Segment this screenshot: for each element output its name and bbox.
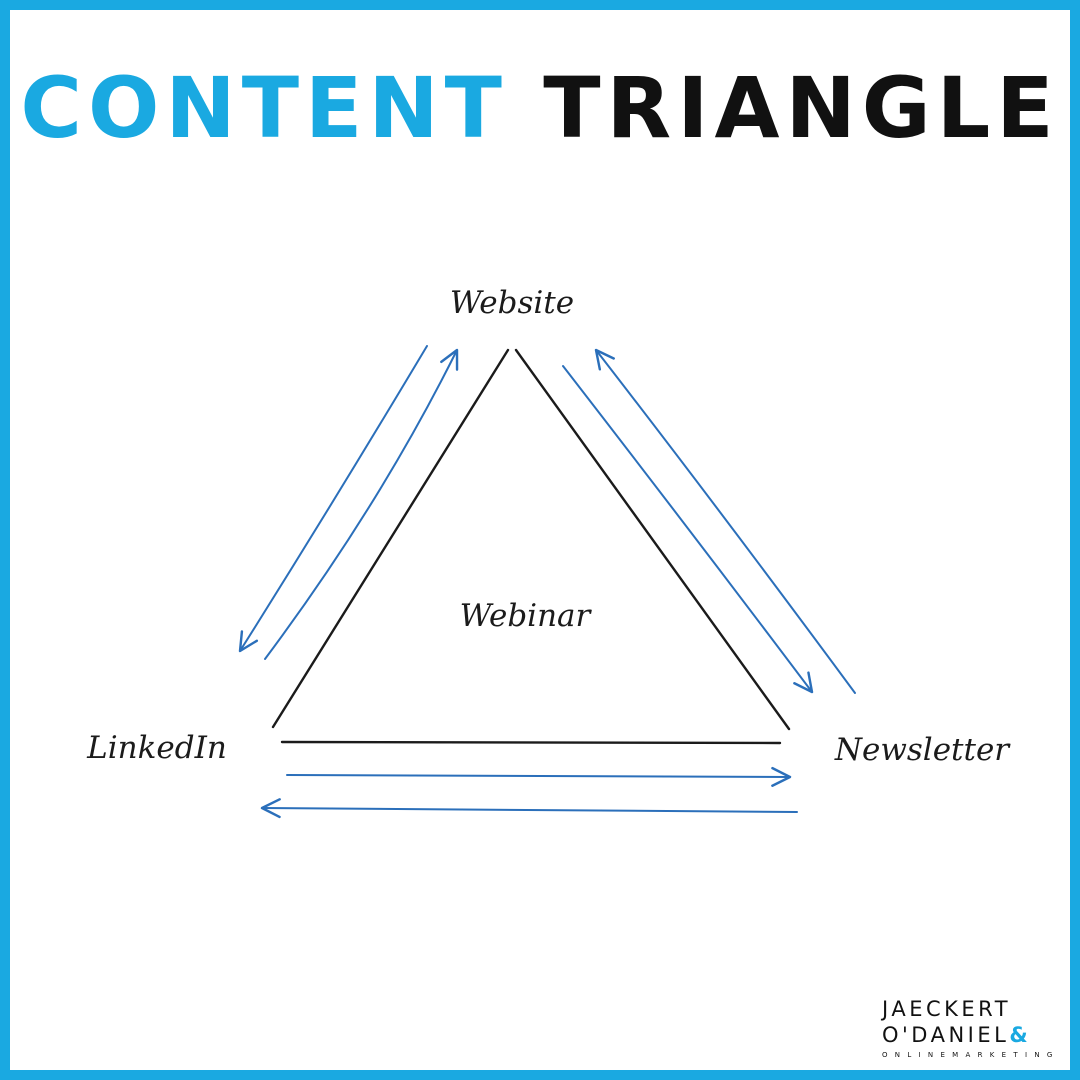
page-title: CONTENT TRIANGLE xyxy=(0,66,1080,150)
title-word-triangle: TRIANGLE xyxy=(543,59,1060,157)
logo-line-2: O'DANIEL& xyxy=(882,1022,1048,1048)
title-word-content: CONTENT xyxy=(20,59,508,157)
arrow-linkedin-to-website xyxy=(264,348,459,660)
flow-arrows xyxy=(238,345,856,819)
arrow-linkedin-to-newsletter xyxy=(286,766,792,787)
triangle-edge-right xyxy=(514,348,791,731)
triangle-edge-bottom xyxy=(280,740,782,745)
node-website-label: Website xyxy=(450,285,574,321)
arrow-newsletter-to-website xyxy=(594,348,856,694)
arrow-website-to-linkedin xyxy=(238,345,428,653)
logo-line-1: JAECKERT xyxy=(882,997,1012,1021)
triangle-edge-left xyxy=(271,348,510,729)
triangle xyxy=(271,348,791,745)
logo-tagline: ONLINEMARKETING xyxy=(882,1051,1060,1059)
brand-logo: JAECKERT O'DANIEL& ONLINEMARKETING xyxy=(882,996,1060,1060)
arrow-website-to-newsletter xyxy=(562,365,814,694)
arrow-newsletter-to-linkedin xyxy=(260,798,798,819)
logo-name: O'DANIEL xyxy=(882,1023,1010,1047)
node-linkedin-label: LinkedIn xyxy=(86,730,227,766)
logo-ampersand: & xyxy=(1009,1023,1032,1047)
node-newsletter-label: Newsletter xyxy=(834,732,1011,768)
node-webinar-label: Webinar xyxy=(460,598,593,634)
